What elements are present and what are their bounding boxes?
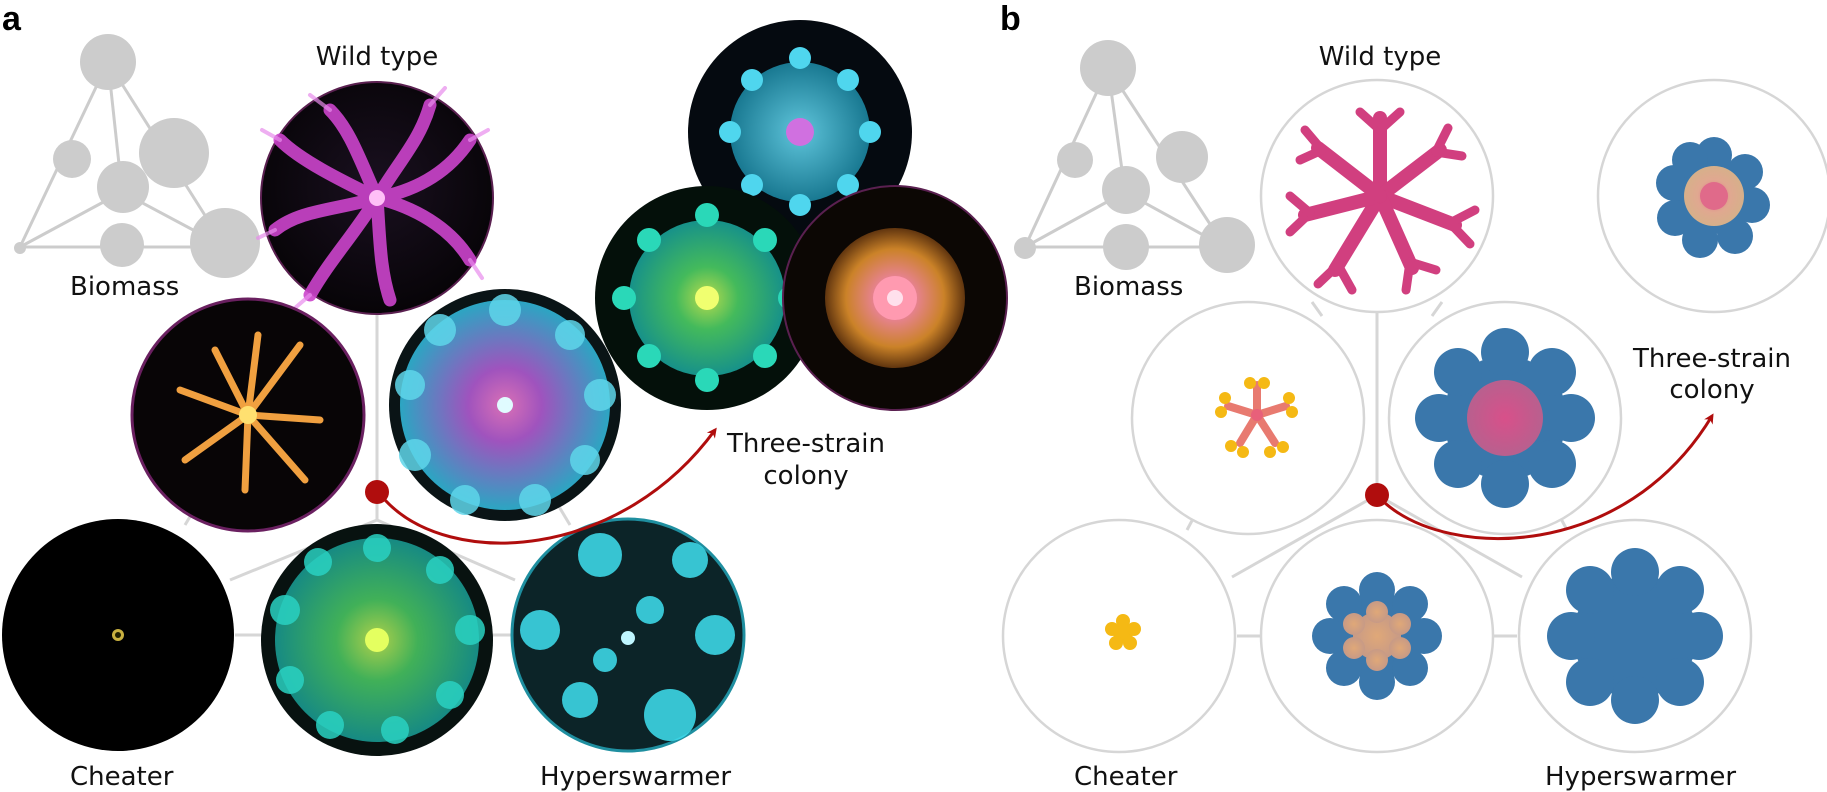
- panel-b: b: [1000, 0, 1827, 792]
- label-three-strain-a-line2: colony: [763, 461, 848, 491]
- label-wild-type-b: Wild type: [1319, 42, 1441, 72]
- plate-cheater-wild-type: [130, 297, 366, 533]
- plate-cheater: [2, 519, 234, 751]
- label-cheater-b: Cheater: [1074, 762, 1178, 792]
- panel-b-arrow: [1365, 413, 1714, 541]
- schematic-wild-type: [1285, 107, 1480, 295]
- schematic-three-strain: [1656, 137, 1770, 258]
- label-hyperswarmer-b: Hyperswarmer: [1545, 762, 1736, 792]
- label-cheater-a: Cheater: [70, 762, 174, 792]
- plate-hyperswarmer-wild-type: [389, 289, 621, 521]
- label-biomass-b: Biomass: [1074, 272, 1183, 302]
- schematic-hyperswarmer: [1547, 548, 1723, 724]
- plate-wild-type: [256, 81, 494, 315]
- label-three-strain-b-line1: Three-strain: [1632, 344, 1791, 374]
- plate-three-strain-right: [782, 185, 1008, 411]
- plate-three-strain-top: [688, 20, 912, 244]
- plate-cheater-hyperswarmer: [261, 524, 493, 756]
- label-three-strain-a-line1: Three-strain: [726, 429, 885, 459]
- label-biomass-a: Biomass: [70, 272, 179, 302]
- panel-a: a: [2, 0, 1008, 792]
- schematic-cheater: [1105, 614, 1141, 650]
- label-three-strain-b-line2: colony: [1669, 375, 1754, 405]
- biomass-glyph-icon: [14, 34, 260, 278]
- label-hyperswarmer-a: Hyperswarmer: [540, 762, 731, 792]
- schematic-cheater-hyperswarmer: [1312, 572, 1442, 700]
- panel-b-connector-lines: [1185, 301, 1569, 638]
- panel-a-arrow: [365, 427, 717, 545]
- biomass-glyph-icon: [1014, 40, 1255, 273]
- schematic-hyperswarmer-wild-type: [1415, 328, 1595, 508]
- schematic-cheater-wild-type: [1215, 377, 1298, 458]
- panel-a-letter: a: [2, 0, 22, 38]
- plate-hyperswarmer: [510, 517, 746, 753]
- plate-three-strain-left: [595, 186, 819, 410]
- panel-b-letter: b: [1000, 0, 1021, 38]
- label-wild-type-a: Wild type: [316, 42, 438, 72]
